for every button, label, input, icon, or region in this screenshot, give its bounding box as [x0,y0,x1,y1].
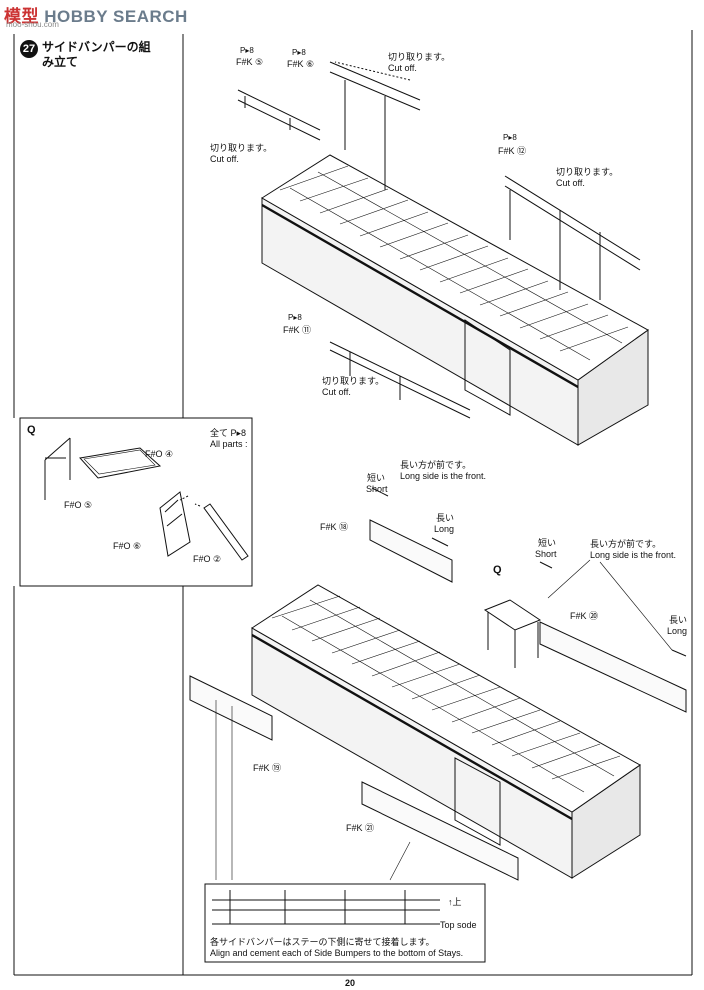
detail-bumper [212,899,440,925]
part-o6: F#O ⑥ [113,541,142,551]
ref-k11: P▸8 [288,313,302,322]
bottom-q-marker: Q [493,564,502,576]
rail-k12 [504,175,641,300]
step-number: 27 [20,40,38,58]
part-o4: F#O ④ [145,449,174,459]
detail-note-en: Align and cement each of Side Bumpers to… [210,948,464,958]
top-door [464,319,511,416]
cutoff-en-1: Cut off. [388,63,417,73]
short-long-arrows [371,487,687,657]
short-jp-1: 短い [367,473,386,483]
top-floor-crossmembers [279,165,629,361]
all-parts-en: All parts : [210,439,248,449]
q-top-plate [79,447,162,479]
bumper-k21 [361,781,519,881]
detail-leader-lines [215,700,411,881]
bottom-door [454,757,501,846]
bottom-body-floor [251,584,641,813]
long-en-1: Long [434,524,455,534]
step-header: 27 サイドバンパーの組み立て [20,40,152,70]
bumper-k19 [189,675,273,741]
top-body-sill [261,203,579,389]
q-brace [203,503,249,561]
front-note-jp-1: 長い方が前です。 [400,460,472,470]
detail-top-side: Top sode [440,920,477,930]
part-k12: F#K ⑫ [498,146,527,156]
ref-k12: P▸8 [503,133,517,142]
front-note-en-2: Long side is the front. [590,550,677,560]
rail-k6 [329,61,421,190]
inset-q-box [19,417,253,587]
cutoff-jp-3: 切り取ります。 [556,167,619,177]
detail-box [204,883,486,963]
all-parts-jp: 全て P▸8 [210,428,247,438]
bottom-floor-crossmembers [271,595,621,793]
front-note-jp-2: 長い方が前です。 [590,539,662,549]
cutoff-en-4: Cut off. [322,387,351,397]
short-jp-2: 短い [538,538,557,548]
long-jp-2: 長い [669,615,688,625]
front-note-en-1: Long side is the front. [400,471,487,481]
ref-k6: P▸8 [292,48,306,57]
watermark: 模型 HOBBY SEARCH [4,7,188,26]
q-leg-part [44,437,71,500]
detail-note-jp: 各サイドバンパーはステーの下側に寄せて接着します。 [210,937,435,947]
cutoff-en-3: Cut off. [556,178,585,188]
part-k6: F#K ⑥ [287,59,315,69]
rail-k5 [237,89,321,141]
bottom-q-block [483,599,542,668]
cutoff-jp-4: 切り取ります。 [322,376,385,386]
part-o2: F#O ② [193,554,222,564]
rail-k11 [329,341,471,419]
cutoff-en-2: Cut off. [210,154,239,164]
cutoff-jp-2: 切り取ります。 [210,143,273,153]
q-side-frame [159,491,191,557]
part-k11: F#K ⑪ [283,325,312,335]
part-o5: F#O ⑤ [64,500,93,510]
ref-k5: P▸8 [240,46,254,55]
part-k19: F#K ⑲ [253,763,282,773]
long-en-2: Long [667,626,688,636]
top-body-floor [261,154,649,381]
part-k21: F#K ㉑ [346,823,375,833]
bumper-k18 [369,519,453,583]
inset-q-marker: Q [27,424,36,436]
short-en-1: Short [366,484,388,494]
watermark-url: moo-shou.com [6,20,59,29]
part-k5: F#K ⑤ [236,57,264,67]
detail-up-arrow: ↑上 [448,897,462,907]
bottom-body-sill [251,633,573,821]
part-k20: F#K ⑳ [570,611,599,621]
step-title: サイドバンパーの組み立て [42,40,151,69]
long-jp-1: 長い [436,513,455,523]
short-en-2: Short [535,549,557,559]
page-number: 20 [345,978,356,988]
bumper-k20 [539,621,687,713]
detail-stays [229,890,406,924]
cutoff-jp-1: 切り取ります。 [388,52,451,62]
part-k18: F#K ⑱ [320,522,349,532]
